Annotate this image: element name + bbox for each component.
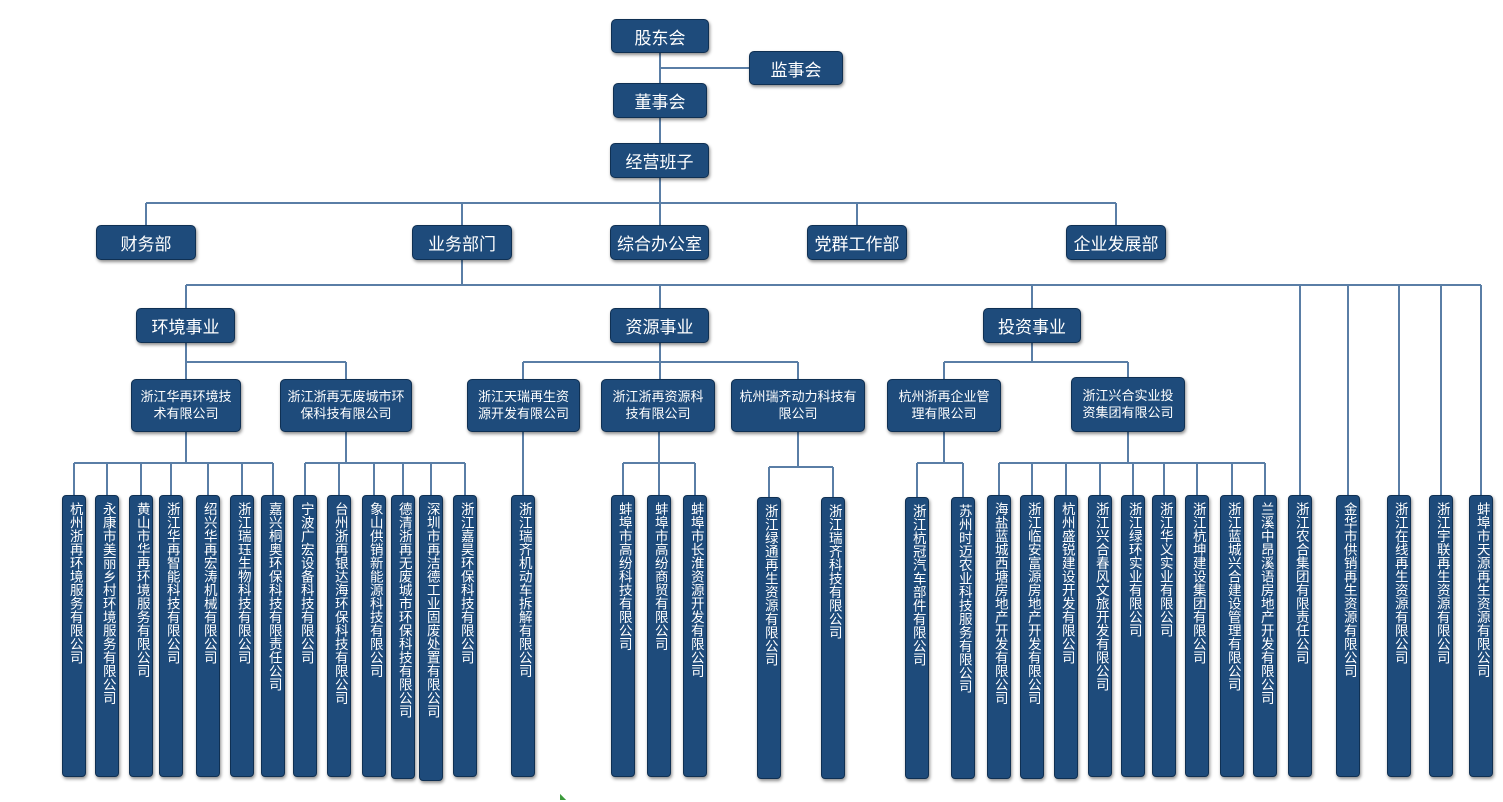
company-box: 蚌埠市高纷商贸有限公司 [647,495,671,777]
company-box: 海盐蓝城西塘房地产开发有限公司 [987,495,1011,779]
dept-party-affairs: 党群工作部 [807,225,907,260]
company-box: 浙江华义实业有限公司 [1152,495,1176,777]
company-box: 浙江杭坤建设集团有限公司 [1185,495,1209,777]
company-box: 蚌埠市高纷科技有限公司 [611,495,635,777]
company-box: 杭州浙再环境服务有限公司 [62,495,86,777]
company-box: 杭州盛锐建设开发有限公司 [1054,495,1078,779]
company-box: 浙江农合集团有限责任公司 [1288,495,1312,777]
company-box: 浙江在线再生资源有限公司 [1387,495,1411,777]
subsidiary-tianrui: 浙江天瑞再生资源开发有限公司 [467,379,580,432]
subsidiary-zhezai-resource: 浙江浙再资源科技有限公司 [601,379,715,432]
dept-business: 业务部门 [412,225,512,260]
company-box: 宁波广宏设备科技有限公司 [293,495,317,777]
subsidiary-hangzhou-zhezai-mgmt: 杭州浙再企业管理有限公司 [887,379,1001,432]
subsidiary-ruiqi-power: 杭州瑞齐动力科技有限公司 [731,379,865,432]
company-box: 台州浙再银达海环保科技有限公司 [327,495,351,777]
subsidiary-xinghe-group: 浙江兴合实业投资集团有限公司 [1071,377,1185,432]
corner-marker-icon: ◣ [560,792,567,801]
dept-finance: 财务部 [96,225,196,260]
company-box: 嘉兴桐奥环保科技有限责任公司 [261,495,285,777]
company-box: 浙江瑞齐机动车拆解有限公司 [511,495,535,777]
dept-general-office: 综合办公室 [610,225,709,260]
company-box: 浙江宇联再生资源有限公司 [1429,495,1453,777]
company-box: 永康市美丽乡村环境服务有限公司 [95,495,119,777]
subsidiary-huazai-env: 浙江华再环境技术有限公司 [131,379,241,432]
company-box: 浙江蓝城兴合建设管理有限公司 [1220,495,1244,777]
shareholders-box: 股东会 [611,19,709,53]
company-box: 浙江绿环实业有限公司 [1121,495,1145,777]
company-box: 苏州时迈农业科技服务有限公司 [951,497,975,779]
company-box: 浙江兴合春风文旅开发有限公司 [1088,495,1112,777]
company-box: 浙江瑞珏生物科技有限公司 [230,495,254,777]
subsidiary-zhezai-wufei: 浙江浙再无废城市环保科技有限公司 [280,379,412,432]
company-box: 蚌埠市天源再生资源有限公司 [1469,495,1493,777]
company-box: 浙江华再智能科技有限公司 [159,495,183,777]
management-box: 经营班子 [610,143,709,178]
supervisors-box: 监事会 [749,51,843,85]
company-box: 德清浙再无废城市环保科技有限公司 [391,495,415,779]
company-box: 兰溪中昂溪语房地产开发有限公司 [1253,495,1277,777]
division-investment: 投资事业 [983,308,1081,343]
dept-enterprise-dev: 企业发展部 [1066,225,1166,260]
company-box: 蚌埠市长淮资源开发有限公司 [683,495,707,777]
company-box: 浙江瑞齐科技有限公司 [821,497,845,779]
company-box: 绍兴华再宏涛机械有限公司 [196,495,220,777]
company-box: 浙江杭冠汽车部件有限公司 [905,497,929,779]
company-box: 浙江临安富源房地产开发有限公司 [1020,495,1044,779]
company-box: 浙江嘉昊环保科技有限公司 [453,495,477,777]
company-box: 金华市供销再生资源有限公司 [1336,495,1360,777]
company-box: 黄山市华再环境服务有限公司 [129,495,153,777]
division-environment: 环境事业 [136,308,235,343]
company-box: 浙江绿通再生资源有限公司 [757,497,781,779]
company-box: 象山供销新能源科技有限公司 [362,495,386,777]
division-resources: 资源事业 [610,308,709,343]
board-box: 董事会 [613,83,707,118]
company-box: 深圳市再洁德工业固废处置有限公司 [419,495,443,781]
